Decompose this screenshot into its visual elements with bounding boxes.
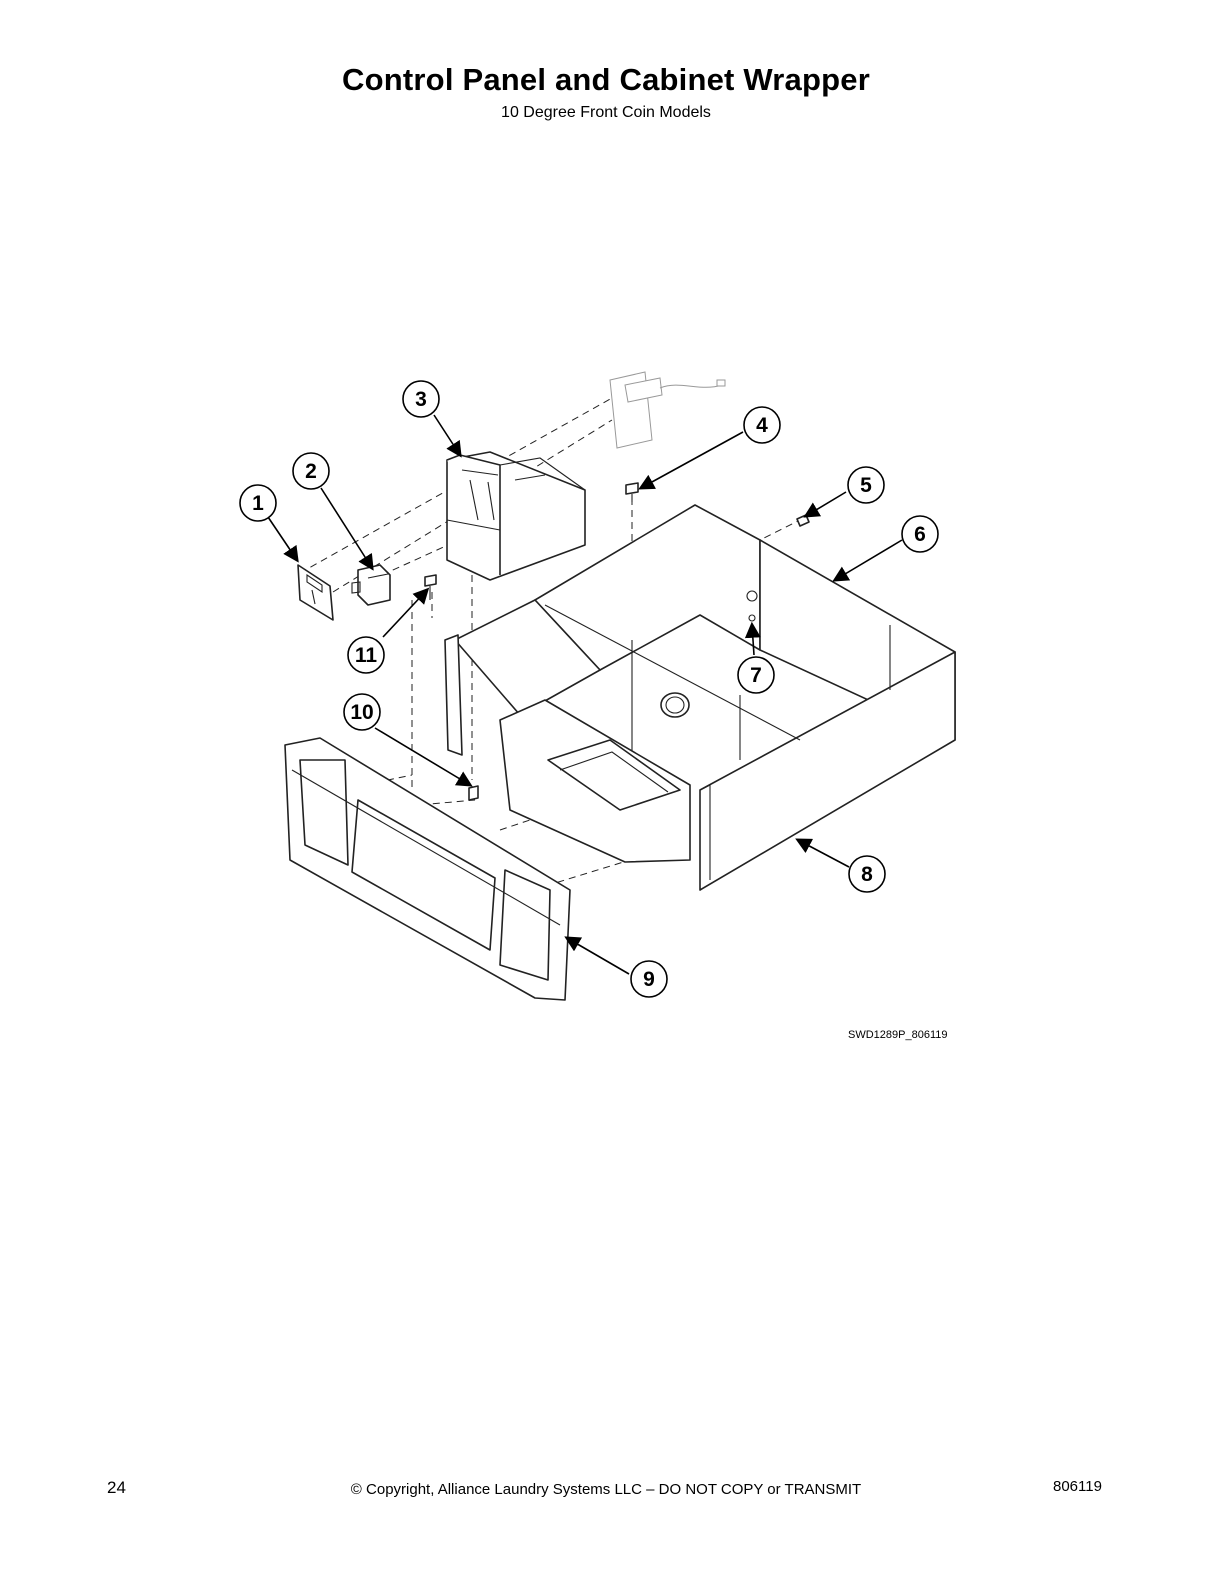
part-4-screw <box>625 482 639 502</box>
part-9-front-panel <box>284 737 571 1001</box>
callout-label: 4 <box>756 414 768 437</box>
callout-label: 3 <box>415 388 427 411</box>
document-number: 806119 <box>1053 1478 1102 1495</box>
page-title: Control Panel and Cabinet Wrapper <box>342 62 870 97</box>
callout-2: 2 <box>292 452 330 490</box>
callout-label: 5 <box>860 474 872 497</box>
callout-8: 8 <box>848 855 886 893</box>
callout-label: 8 <box>861 863 873 886</box>
callout-3: 3 <box>402 380 440 418</box>
copyright-notice: © Copyright, Alliance Laundry Systems LL… <box>350 1481 862 1498</box>
part-1-coin-plate <box>297 564 334 621</box>
part-11-screw <box>424 574 437 600</box>
callout-10: 10 <box>343 693 381 731</box>
callout-label: 9 <box>643 968 655 991</box>
callout-label: 1 <box>252 492 264 515</box>
page-subtitle: 10 Degree Front Coin Models <box>501 104 711 121</box>
part-10-screw <box>468 785 479 801</box>
leader-lines <box>267 414 903 975</box>
callout-1: 1 <box>239 484 277 522</box>
callout-4: 4 <box>743 406 781 444</box>
callout-label: 7 <box>750 664 762 687</box>
page-number: 24 <box>107 1478 126 1497</box>
callout-11: 11 <box>347 636 385 674</box>
callout-5: 5 <box>847 466 885 504</box>
callout-label: 10 <box>350 701 373 724</box>
cabinet-wrapper <box>444 504 956 891</box>
part-3-coin-box-housing <box>446 451 586 581</box>
part-2-coin-switch <box>351 564 391 606</box>
callout-label: 11 <box>355 644 378 667</box>
callout-7: 7 <box>737 656 775 694</box>
callout-label: 6 <box>914 523 926 546</box>
callout-9: 9 <box>630 960 668 998</box>
callout-6: 6 <box>901 515 939 553</box>
callout-label: 2 <box>305 460 317 483</box>
part-5-screw <box>796 514 810 527</box>
exploded-parts-diagram: 1 2 3 4 5 6 7 8 9 10 11 <box>239 371 956 1001</box>
drawing-id: SWD1289P_806119 <box>848 1029 948 1041</box>
coin-drop-assembly-ghost <box>609 371 726 449</box>
